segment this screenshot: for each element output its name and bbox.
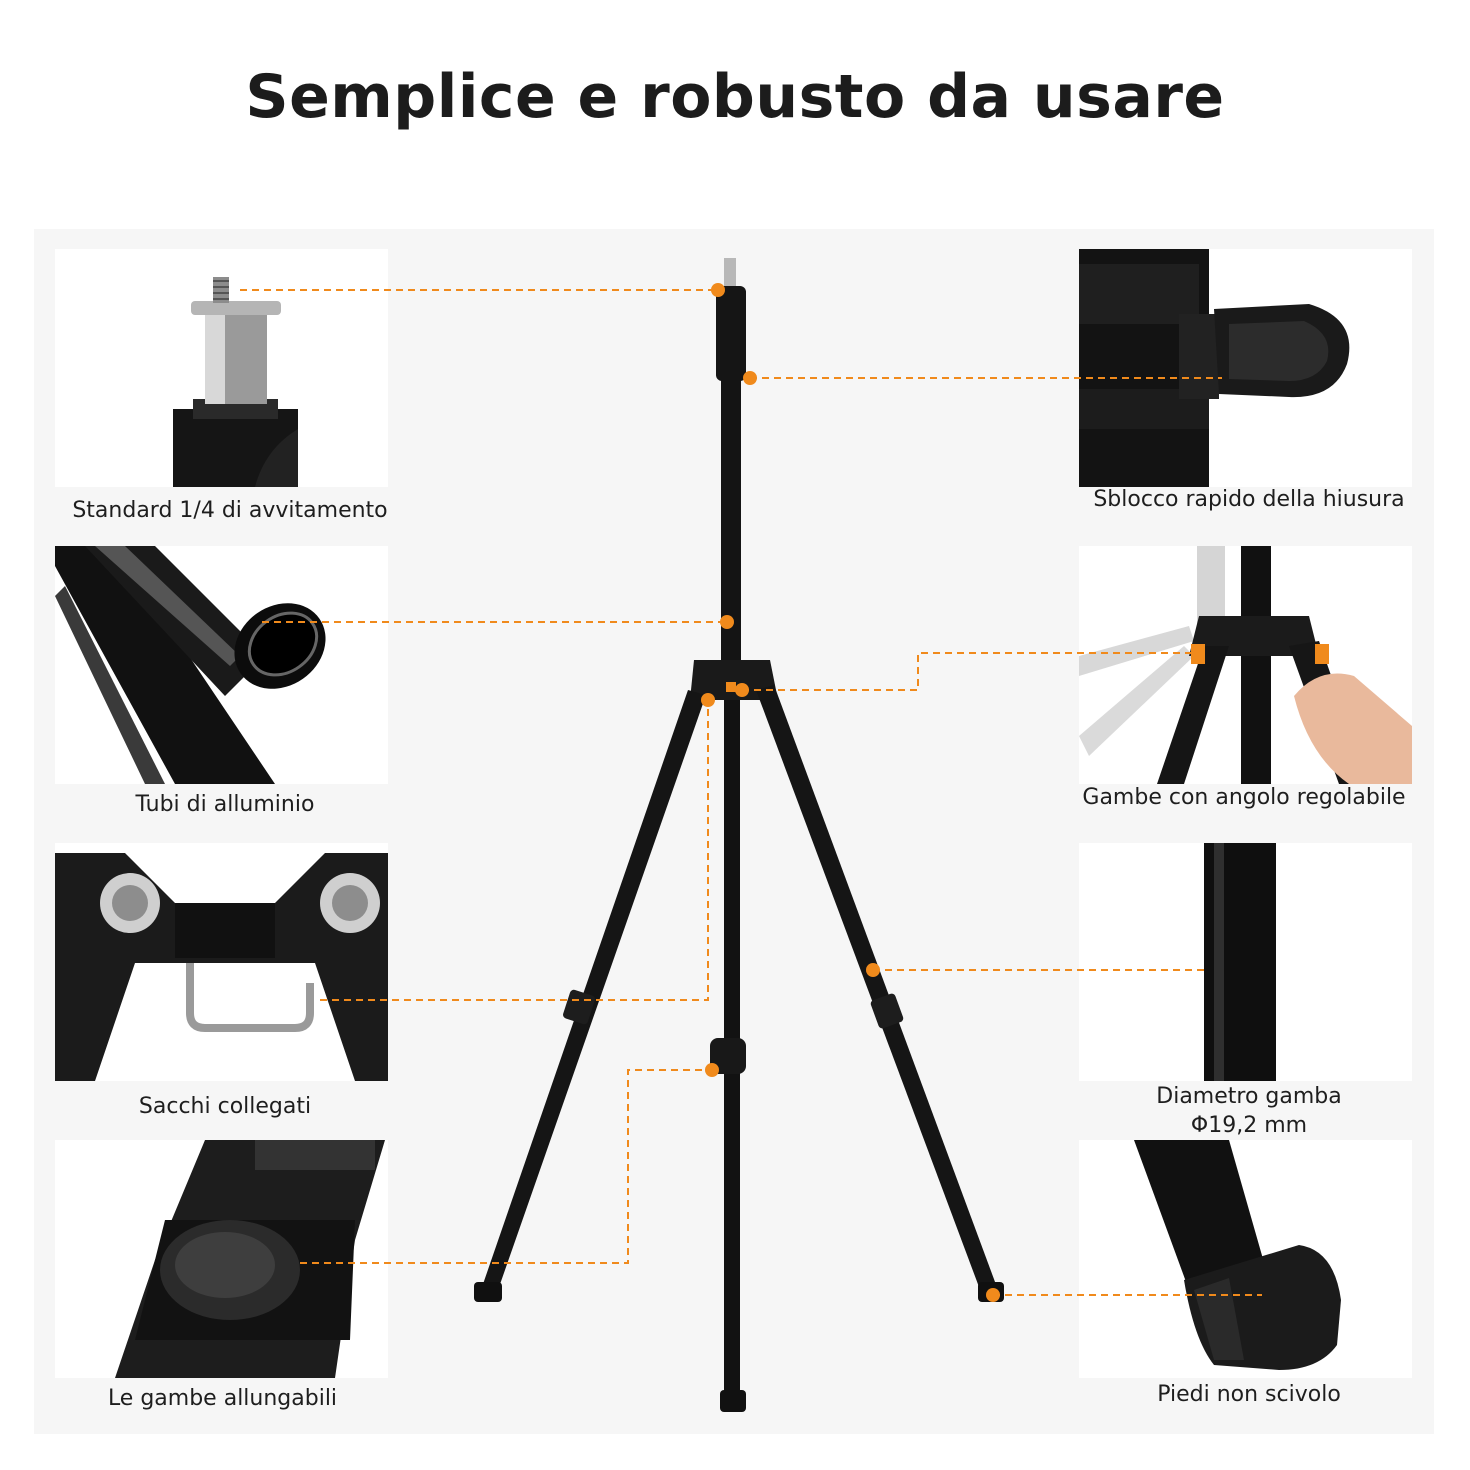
- tubes-image: [55, 546, 326, 784]
- quick-release-image: [1079, 249, 1350, 487]
- caption-tubes: Tubi di alluminio: [135, 792, 315, 817]
- tripod-top-locks: [716, 286, 746, 381]
- tripod-screw-tip: [724, 258, 736, 288]
- feet-image: [1134, 1140, 1341, 1370]
- screw-thumbnail: [55, 249, 388, 487]
- angle-legs-image: [1079, 546, 1412, 784]
- caption-bags: Sacchi collegati: [138, 1094, 312, 1119]
- caption-diameter-line2: Φ19,2 mm: [1190, 1113, 1308, 1138]
- caption-screw: Standard 1/4 di avvitamento: [72, 498, 388, 523]
- angle-legs-thumbnail: [1079, 546, 1412, 784]
- caption-angle-legs: Gambe con angolo regolabile: [1082, 785, 1406, 810]
- legs-extend-image: [115, 1140, 385, 1378]
- quick-release-thumbnail: [1079, 249, 1412, 487]
- caption-legs-extend: Le gambe allungabili: [107, 1386, 338, 1411]
- tripod-upper-column: [721, 380, 741, 675]
- tripod-right-leg: [756, 685, 998, 1295]
- caption-feet: Piedi non scivolo: [1157, 1382, 1341, 1407]
- caption-diameter: Diametro gamba Φ19,2 mm: [1079, 1082, 1419, 1140]
- tubes-thumbnail: [55, 546, 388, 784]
- bags-image: [55, 843, 388, 1081]
- callout-dots: [701, 283, 1000, 1302]
- tripod-center-foot: [720, 1390, 746, 1412]
- bags-thumbnail: [55, 843, 388, 1081]
- feet-thumbnail: [1079, 1140, 1412, 1378]
- callout-lines: [240, 289, 1262, 1296]
- page-title: Semplice e robusto da usare: [245, 62, 1225, 132]
- tripod-left-leg: [482, 690, 706, 1290]
- tripod-left-foot: [474, 1282, 502, 1302]
- screw-image: [173, 277, 298, 487]
- diameter-image: [1204, 843, 1276, 1081]
- legs-extend-thumbnail: [55, 1140, 388, 1378]
- tripod-column-lock: [710, 1038, 746, 1074]
- caption-quick-release: Sblocco rapido della hiusura: [1093, 487, 1405, 512]
- caption-diameter-line1: Diametro gamba: [1156, 1084, 1342, 1109]
- diameter-thumbnail: [1079, 843, 1412, 1081]
